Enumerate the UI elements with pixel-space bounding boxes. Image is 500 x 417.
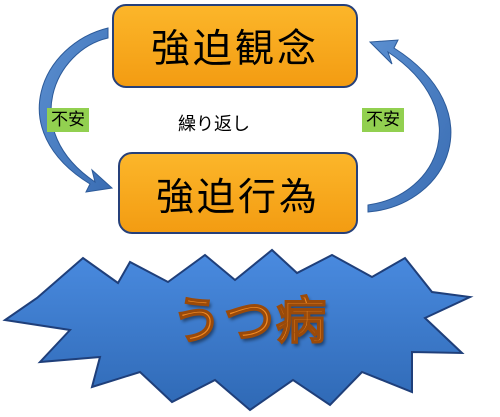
left-curved-arrow (38, 27, 114, 193)
anxiety-tag-right: 不安 (362, 108, 404, 132)
anxiety-tag-left: 不安 (47, 108, 89, 132)
burst-shape (2, 248, 474, 412)
depression-label: うつ病 (171, 291, 328, 351)
right-curved-arrow (367, 39, 452, 213)
compulsion-label: 強迫行為 (155, 174, 320, 219)
compulsion-box: 強迫行為 (118, 152, 358, 234)
repeat-label: 繰り返し (178, 114, 250, 135)
obsession-box: 強迫観念 (112, 4, 358, 88)
obsession-label: 強迫観念 (150, 27, 319, 72)
